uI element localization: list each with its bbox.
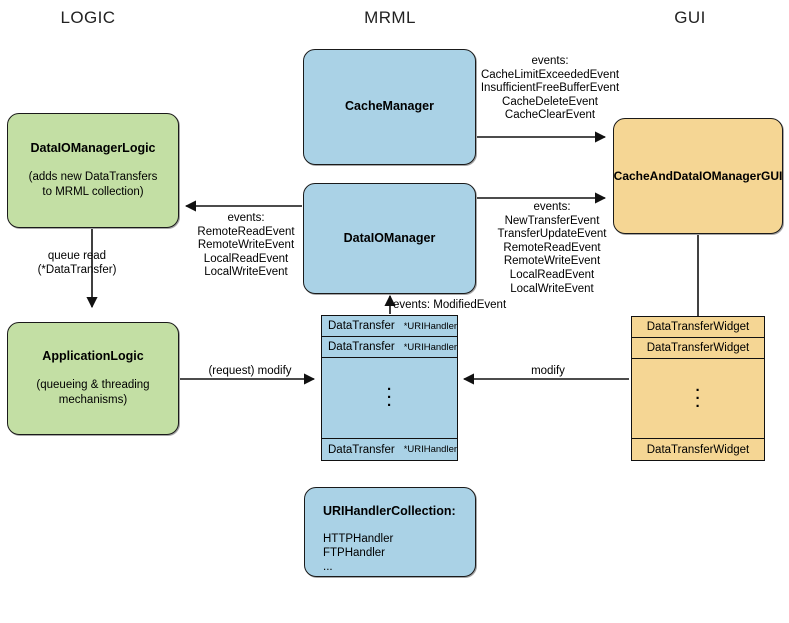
ellipsis-dot: · bbox=[695, 381, 701, 399]
data-transfer-widget-row[interactable]: DataTransferWidget bbox=[632, 438, 764, 460]
ellipsis-dot: · bbox=[695, 389, 701, 407]
edge-label-dio-logic-events: events: RemoteReadEvent RemoteWriteEvent… bbox=[182, 212, 310, 280]
data-transfer-widget-row[interactable]: DataTransferWidget bbox=[632, 317, 764, 338]
column-header-gui: GUI bbox=[674, 8, 706, 27]
event-name: TransferUpdateEvent bbox=[497, 228, 607, 241]
ellipsis-dot: · bbox=[695, 397, 701, 415]
node-subtitle: (queueing & threading mechanisms) bbox=[36, 379, 150, 406]
node-data-io-manager-logic[interactable]: DataIOManagerLogic (adds new DataTransfe… bbox=[7, 113, 179, 228]
node-subtitle: (adds new DataTransfers to MRML collecti… bbox=[28, 171, 158, 198]
vertical-ellipsis-icon: · · · bbox=[695, 381, 701, 415]
node-cache-manager[interactable]: CacheManager bbox=[303, 49, 476, 165]
node-title: URIHandlerCollection: bbox=[323, 504, 456, 518]
event-name: RemoteReadEvent bbox=[197, 225, 295, 238]
event-name: LocalWriteEvent bbox=[510, 282, 594, 295]
edge-label-modified-event: events: ModifiedEvent bbox=[393, 299, 507, 311]
event-name: LocalWriteEvent bbox=[204, 266, 288, 279]
event-name: RemoteWriteEvent bbox=[503, 255, 601, 268]
edge-label-cache-events: events: CacheLimitExceededEvent Insuffic… bbox=[470, 55, 630, 123]
events-header: events: bbox=[227, 212, 265, 224]
event-name: RemoteWriteEvent bbox=[197, 239, 295, 252]
node-title: ApplicationLogic bbox=[42, 349, 144, 364]
node-title: CacheManager bbox=[345, 99, 434, 114]
ellipsis-dot: · bbox=[387, 381, 392, 398]
edge-label-modify: modify bbox=[531, 365, 565, 377]
node-title: CacheAndDataIOManagerGUI bbox=[613, 168, 783, 183]
uri-handler-item: FTPHandler bbox=[323, 546, 385, 559]
widget-ellipsis-region: · · · bbox=[632, 359, 764, 438]
ellipsis-dot: · bbox=[387, 389, 392, 406]
node-cache-and-data-io-manager-gui[interactable]: CacheAndDataIOManagerGUI bbox=[613, 118, 783, 234]
uri-handler-pointer: *URIHandler bbox=[403, 444, 458, 455]
data-transfer-widget-row[interactable]: DataTransferWidget bbox=[632, 338, 764, 359]
data-transfer-widget-list[interactable]: DataTransferWidget DataTransferWidget · … bbox=[631, 316, 765, 461]
event-name: LocalReadEvent bbox=[203, 252, 289, 265]
edge-label-dio-gui-events: events: NewTransferEvent TransferUpdateE… bbox=[478, 201, 626, 296]
event-name: RemoteReadEvent bbox=[503, 241, 601, 254]
vertical-ellipsis-icon: · · · bbox=[387, 381, 392, 414]
event-name: LocalReadEvent bbox=[509, 268, 595, 281]
column-header-logic: LOGIC bbox=[60, 8, 116, 27]
edge-label-request-modify: (request) modify bbox=[208, 365, 292, 377]
node-title: DataIOManager bbox=[343, 230, 436, 245]
data-transfer-row[interactable]: DataTransfer *URIHandler bbox=[322, 337, 457, 358]
uri-handler-pointer: *URIHandler bbox=[403, 320, 458, 332]
node-application-logic[interactable]: ApplicationLogic (queueing & threading m… bbox=[7, 322, 179, 435]
edge-label-queue-read: queue read (*DataTransfer) bbox=[37, 250, 117, 276]
data-transfer-name: DataTransfer bbox=[328, 341, 395, 353]
widget-label: DataTransferWidget bbox=[646, 443, 750, 456]
event-name: CacheDeleteEvent bbox=[502, 95, 598, 108]
widget-label: DataTransferWidget bbox=[646, 321, 750, 333]
events-header: events: bbox=[531, 55, 569, 67]
column-header-mrml: MRML bbox=[364, 8, 416, 27]
node-uri-handler-collection[interactable]: URIHandlerCollection: HTTPHandler FTPHan… bbox=[304, 487, 476, 577]
event-name: InsufficientFreeBufferEvent bbox=[480, 82, 620, 95]
uri-handler-item: HTTPHandler bbox=[323, 532, 394, 545]
data-transfer-list[interactable]: DataTransfer *URIHandler DataTransfer *U… bbox=[321, 315, 458, 461]
event-name: CacheClearEvent bbox=[504, 109, 596, 122]
events-header: events: bbox=[533, 201, 571, 213]
ellipsis-dot: · bbox=[387, 397, 392, 414]
event-name: CacheLimitExceededEvent bbox=[480, 68, 620, 81]
data-transfer-ellipsis-region: · · · bbox=[322, 358, 457, 438]
data-transfer-name: DataTransfer bbox=[328, 320, 395, 332]
data-transfer-row[interactable]: DataTransfer *URIHandler bbox=[322, 316, 457, 337]
uri-handler-items: HTTPHandler FTPHandler ... bbox=[323, 532, 393, 574]
node-title: DataIOManagerLogic bbox=[30, 141, 156, 156]
event-name: NewTransferEvent bbox=[504, 214, 600, 227]
uri-handler-item: ... bbox=[323, 560, 333, 573]
node-data-io-manager[interactable]: DataIOManager bbox=[303, 183, 476, 294]
widget-label: DataTransferWidget bbox=[646, 342, 750, 354]
data-transfer-name: DataTransfer bbox=[328, 443, 395, 456]
uri-handler-pointer: *URIHandler bbox=[403, 341, 458, 353]
data-transfer-row[interactable]: DataTransfer *URIHandler bbox=[322, 438, 457, 460]
